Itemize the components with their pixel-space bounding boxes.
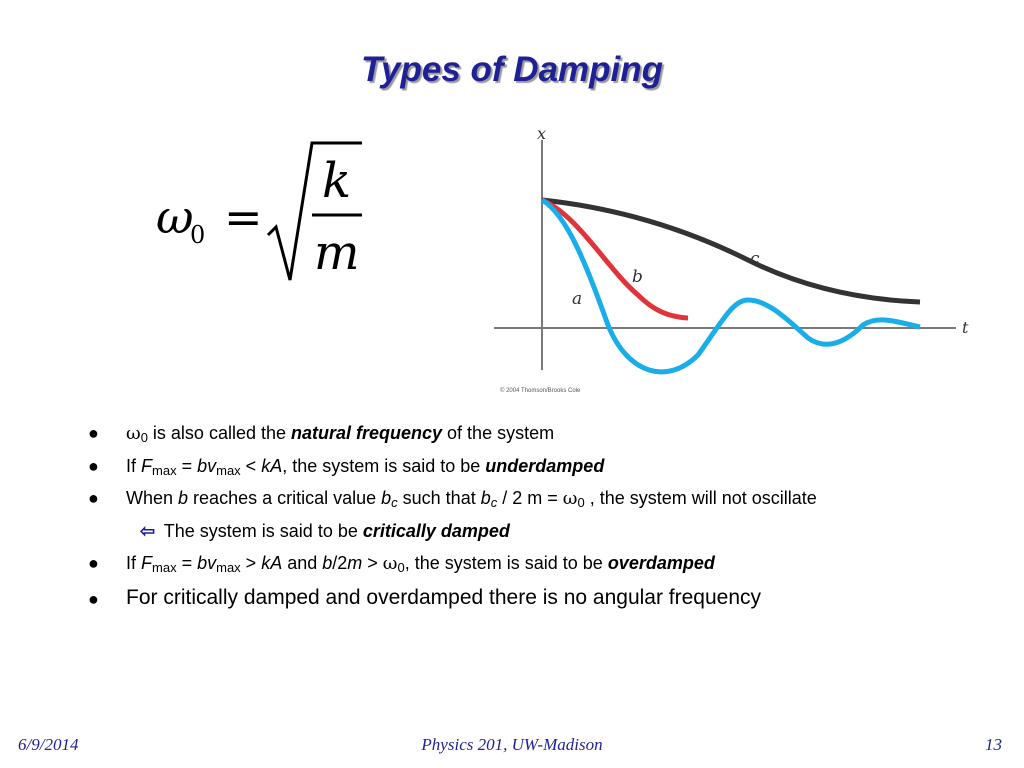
symbol-bv: bv: [197, 456, 217, 476]
subscript-max: max: [216, 463, 241, 478]
emphasis-overdamped: overdamped: [607, 553, 715, 573]
footer-course: Physics 201, UW-Madison: [421, 735, 603, 754]
formula-denominator: m: [314, 225, 360, 281]
bullet-text: of the system: [442, 423, 555, 443]
subscript-c: c: [391, 495, 398, 510]
bullet-natural-frequency: ● ω0 is also called the natural frequenc…: [84, 422, 984, 445]
emphasis-natural-frequency: natural frequency: [291, 423, 443, 443]
curve-b-critically-damped: [540, 197, 689, 321]
emphasis-critically-damped: critically damped: [362, 521, 510, 541]
symbol-bv: bv: [197, 553, 217, 573]
t-axis-label: t: [962, 318, 969, 337]
bullet-text: such that: [397, 488, 481, 508]
sqrt-sign: [266, 141, 362, 281]
subscript-max: max: [216, 560, 241, 575]
bullet-text: / 2 m =: [497, 488, 563, 508]
bullet-dot: ●: [88, 456, 99, 476]
bullet-text: , the system is said to be: [282, 456, 486, 476]
emphasis-underdamped: underdamped: [485, 456, 605, 476]
symbol-f: F: [141, 553, 153, 573]
damping-graph: x t a b c © 2004 Thomson/Brooks Cole: [494, 124, 969, 394]
bullet-text: , the system is said to be: [404, 553, 608, 573]
curve-a-label: a: [572, 289, 582, 309]
curve-a-underdamped: [540, 197, 921, 375]
bullet-underdamped: ● If Fmax = bvmax < kA, the system is sa…: [84, 455, 984, 477]
subscript-zero: 0: [397, 560, 405, 575]
copyright-text: © 2004 Thomson/Brooks Cole: [500, 387, 581, 394]
bullet-list: ● ω0 is also called the natural frequenc…: [84, 422, 984, 621]
bullet-text: =: [176, 553, 198, 573]
footer-date: 6/9/2014: [18, 735, 79, 754]
symbol-b: b: [381, 488, 392, 508]
symbol-f: F: [141, 456, 153, 476]
bullet-overdamped: ● If Fmax = bvmax > kA and b/2m > ω0, th…: [84, 552, 984, 575]
formula-omega: ω: [156, 190, 194, 244]
bullet-text: , the system will not oscillate: [584, 488, 817, 508]
symbol-b: b: [480, 488, 491, 508]
formula-subscript: 0: [190, 221, 205, 249]
bullet-text: is also called the: [147, 423, 291, 443]
symbol-m: m: [347, 553, 363, 573]
bullet-text: /2: [332, 553, 348, 573]
slide-title: Types of Damping: [360, 50, 664, 89]
subscript-max: max: [152, 560, 177, 575]
bullet-text: =: [176, 456, 198, 476]
bullet-critical-value: ● When b reaches a critical value bc suc…: [84, 487, 984, 510]
subscript-zero: 0: [140, 430, 148, 445]
bullet-text: <: [240, 456, 262, 476]
sub-bullet-critically-damped: ⇦ The system is said to be critically da…: [84, 520, 984, 542]
curve-b-label: b: [632, 267, 643, 287]
symbol-ka: kA: [261, 456, 283, 476]
formula-numerator: k: [322, 153, 351, 209]
curve-c-label: c: [750, 249, 760, 269]
bullet-text: For critically damped and overdamped the…: [126, 586, 762, 609]
x-axis-label: x: [537, 124, 546, 143]
bullet-text: >: [240, 553, 262, 573]
footer-page-number: 13: [985, 735, 1002, 754]
omega-symbol: ω: [562, 488, 578, 509]
bullet-text: and: [282, 553, 323, 573]
bullet-text: The system is said to be: [159, 521, 363, 541]
bullet-dot: ●: [88, 553, 99, 573]
symbol-b: b: [178, 488, 189, 508]
arrow-left-icon: ⇦: [140, 521, 156, 541]
formula-equals: =: [224, 190, 263, 244]
subscript-c: c: [490, 495, 498, 510]
bullet-text: If: [126, 553, 142, 573]
symbol-ka: kA: [261, 553, 283, 573]
bullet-no-angular-frequency: ● For critically damped and overdamped t…: [84, 585, 984, 611]
subscript-zero: 0: [577, 495, 585, 510]
bullet-dot: ●: [88, 488, 99, 508]
omega-symbol: ω: [382, 553, 398, 574]
omega-formula: ω 0 = k m: [156, 141, 362, 281]
bullet-text: If: [126, 456, 142, 476]
symbol-b: b: [322, 553, 333, 573]
bullet-dot: ●: [88, 423, 99, 443]
bullet-text: >: [362, 553, 383, 573]
curve-c-overdamped: [541, 197, 921, 305]
bullet-text: reaches a critical value: [188, 488, 382, 508]
bullet-dot: ●: [88, 589, 99, 609]
subscript-max: max: [152, 463, 177, 478]
omega-symbol: ω: [126, 423, 141, 444]
bullet-text: When: [126, 488, 179, 508]
